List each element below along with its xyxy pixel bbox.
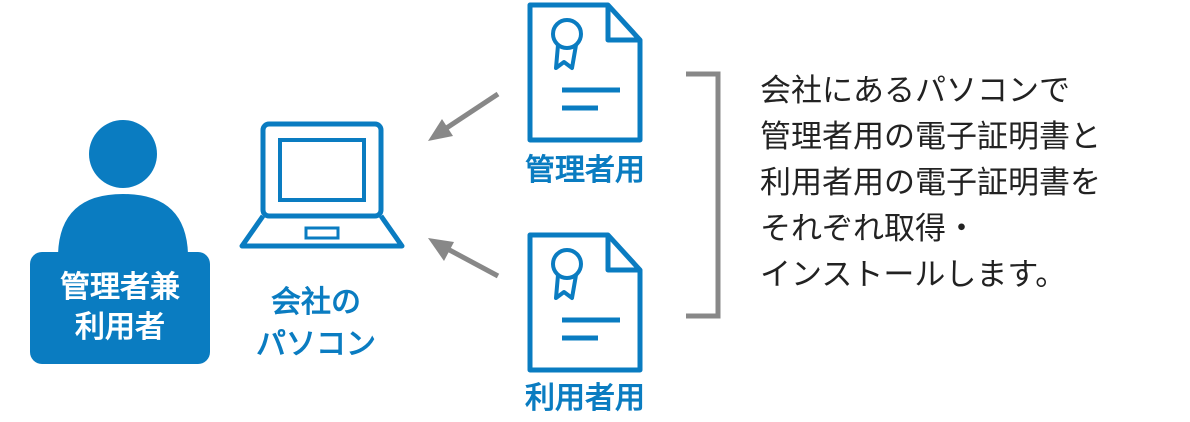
arrows bbox=[428, 91, 500, 279]
description-line-4: それぞれ取得・ bbox=[760, 211, 977, 247]
description-line-2: 管理者用の電子証明書と bbox=[760, 119, 1101, 155]
bracket bbox=[686, 71, 721, 319]
cert-admin-label: 管理者用 bbox=[525, 153, 645, 188]
pc-label: 会社の パソコン bbox=[236, 282, 396, 366]
description-line-1: 会社にあるパソコンで bbox=[760, 73, 1070, 109]
user-label: 管理者兼 利用者 bbox=[30, 252, 210, 364]
certificate-admin-icon bbox=[527, 2, 643, 143]
pc-label-line1: 会社の bbox=[271, 285, 361, 320]
arrow-left-lower-icon bbox=[428, 238, 500, 279]
user-label-line1: 管理者兼 bbox=[60, 270, 180, 305]
description-line-3: 利用者用の電子証明書を bbox=[760, 165, 1101, 201]
description: 会社にあるパソコンで 管理者用の電子証明書と 利用者用の電子証明書を それぞれ取… bbox=[760, 68, 1180, 298]
user-label-line2: 利用者 bbox=[75, 310, 165, 345]
laptop-icon bbox=[239, 121, 405, 249]
user-icon bbox=[58, 120, 188, 254]
description-line-5: インストールします。 bbox=[760, 257, 1067, 293]
cert-user-label: 利用者用 bbox=[525, 381, 645, 416]
pc-label-line2: パソコン bbox=[256, 327, 376, 362]
certificate-user-icon bbox=[527, 232, 643, 373]
arrow-left-upper-icon bbox=[428, 91, 500, 141]
